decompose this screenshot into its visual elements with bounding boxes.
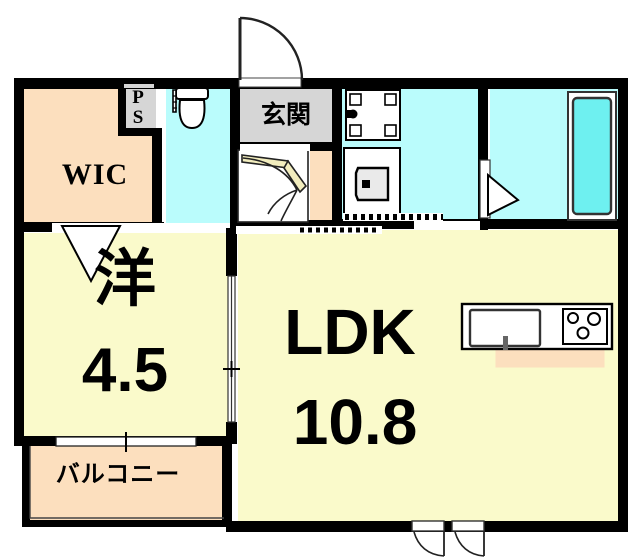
room-label-ps-line1: P: [132, 87, 144, 108]
wall-hall-right: [332, 85, 342, 230]
opening-ldk-top: [236, 226, 298, 234]
wall-yo-ldk-upper: [226, 228, 237, 276]
wall-right-ldk: [618, 222, 628, 532]
ldk-sliding-door[interactable]: [223, 275, 240, 423]
room-label-wic: WIC: [61, 158, 129, 191]
opening-ps-top: [124, 84, 154, 88]
wall-ps-left: [118, 85, 126, 133]
opening-white-washroom: [414, 221, 480, 230]
room-fill-ldk: [238, 230, 618, 525]
room-label-yoshitsu-area: 4.5: [81, 336, 169, 405]
room-label-balcony: バルコニー: [55, 460, 181, 488]
room-label-yoshitsu-name: 洋: [93, 242, 156, 315]
closet-folding-door[interactable]: [237, 149, 309, 223]
wall-left-balcony: [22, 443, 30, 527]
wall-left-lower: [14, 228, 24, 443]
room-label-ps-line2: S: [132, 107, 144, 128]
bath-door[interactable]: [479, 159, 520, 219]
room-label-ldk-area: 10.8: [292, 386, 418, 458]
bathtub-fixture: [567, 91, 617, 221]
doorway-opening-hall: [296, 226, 382, 234]
wic-folding-door[interactable]: [52, 223, 168, 284]
wall-yo-ldk-lower: [226, 422, 237, 444]
room-label-genkan: 玄関: [260, 100, 311, 129]
doorway-opening-washroom: [343, 213, 443, 221]
opening-genkan-hall: [240, 144, 310, 151]
room-label-ldk-name: LDK: [284, 296, 416, 368]
washing-machine-pan: [343, 147, 401, 221]
wall-bottom-balcony: [22, 520, 230, 527]
room-fill-hall-peach: [310, 150, 336, 222]
wall-balcony-right: [222, 437, 232, 527]
ldk-double-door[interactable]: [411, 520, 485, 557]
wall-wic-right: [152, 130, 162, 228]
washbasin-fixture: [345, 89, 401, 141]
wall-right: [618, 78, 628, 228]
wall-hall-bottom: [230, 220, 338, 229]
wall-left-upper: [14, 78, 24, 228]
room-fill-yoshitsu: [22, 233, 230, 438]
wall-washroom-bath: [478, 85, 488, 230]
balcony-rail: [29, 446, 224, 519]
room-fill-balcony: [30, 444, 226, 520]
kitchen-stove: [562, 308, 608, 345]
wall-toilet-right: [230, 85, 240, 230]
wall-top: [14, 78, 626, 89]
balcony-window[interactable]: [55, 432, 197, 452]
toilet-fixture: [172, 87, 209, 130]
entrance-door[interactable]: [238, 16, 304, 88]
room-fill-genkan: [238, 88, 336, 148]
wall-ps-bottom: [118, 128, 162, 136]
